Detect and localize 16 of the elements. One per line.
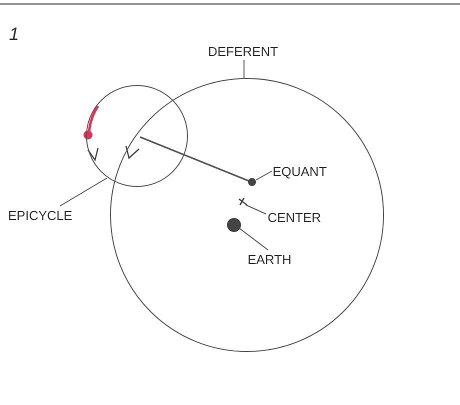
epicycle-circle [86, 85, 188, 187]
leader-line [246, 204, 266, 214]
leader-line [256, 170, 272, 180]
center-mark [238, 198, 248, 206]
earth-label: EARTH [248, 252, 292, 267]
figure-number: 1 [9, 24, 20, 44]
leader-line [60, 178, 108, 206]
equant-label: EQUANT [272, 164, 327, 179]
deferent-label: DEFERENT [208, 44, 278, 59]
deferent-circle [110, 78, 384, 352]
equant-dot [248, 178, 256, 186]
center-label: CENTER [268, 210, 322, 225]
earth-dot [226, 218, 241, 232]
radius-line [140, 136, 250, 182]
leader-line [238, 228, 268, 250]
epicycle-label: EPICYCLE [8, 208, 72, 223]
